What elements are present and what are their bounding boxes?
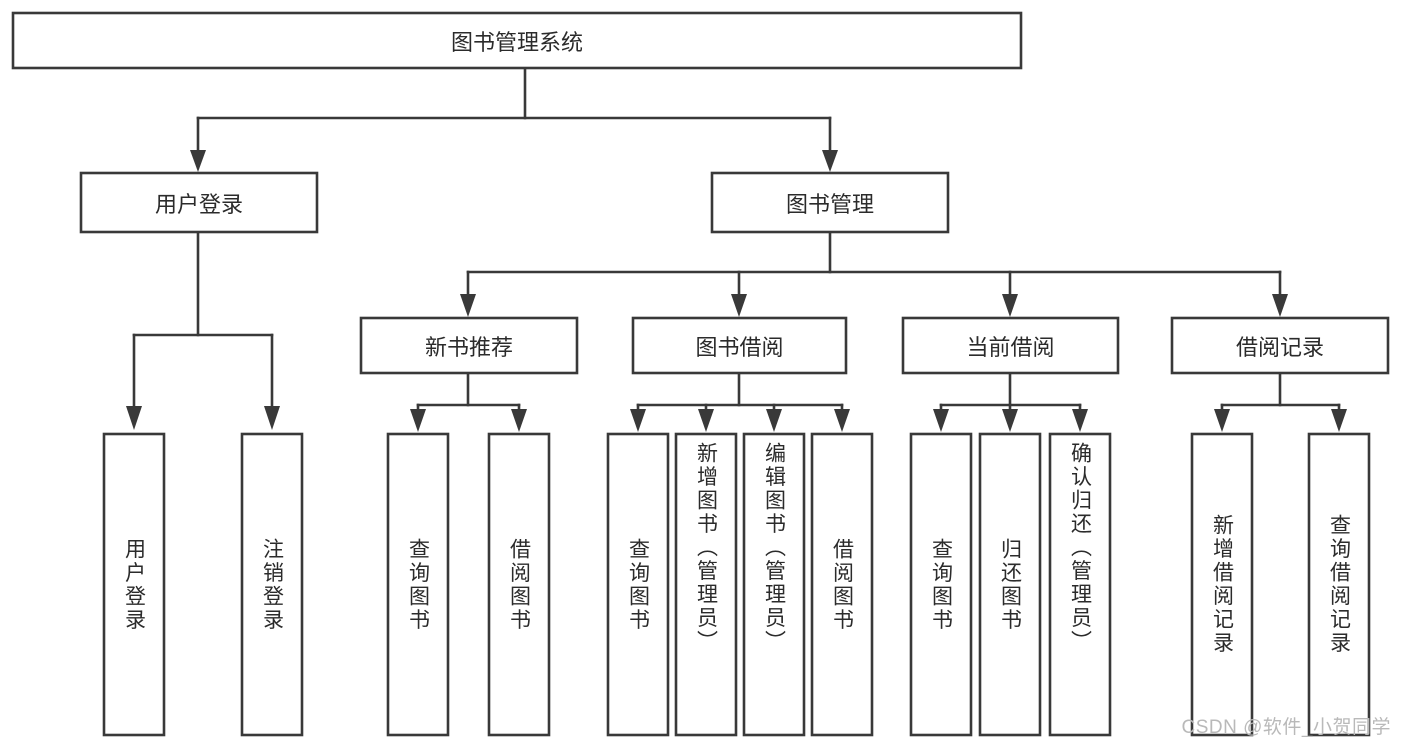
arrow-head-book-borrow (731, 294, 747, 317)
node-book-manage-box[interactable] (710, 171, 950, 234)
leaf-box-book-borrow-1[interactable] (674, 432, 738, 737)
arrow-head-leaf-book-borrow-1 (698, 409, 714, 432)
leaf-box-new-book-0[interactable] (386, 432, 450, 737)
arrow-head-leaf-current-borrow-1 (1002, 409, 1018, 432)
connector-group-book-manage (460, 230, 1288, 317)
connector-group-current-borrow (933, 371, 1088, 432)
arrow-head-leaf-current-borrow-2 (1072, 409, 1088, 432)
node-book-borrow-box[interactable] (631, 316, 848, 375)
leaf-box-new-book-1[interactable] (487, 432, 551, 737)
arrow-head-book-manage (822, 150, 838, 172)
arrow-head-leaf-user-login-0 (126, 406, 142, 430)
node-current-borrow-box[interactable] (901, 316, 1120, 375)
leaf-box-current-borrow-1[interactable] (978, 432, 1042, 737)
leaf-box-current-borrow-2[interactable] (1048, 432, 1112, 737)
arrow-head-leaf-new-book-1 (511, 409, 527, 432)
arrow-head-leaf-book-borrow-2 (766, 409, 782, 432)
leaf-box-borrow-record-0[interactable] (1190, 432, 1254, 737)
leaf-box-user-login-1[interactable] (240, 432, 304, 737)
arrow-head-new-book (460, 294, 476, 317)
connector-group-borrow-record (1214, 371, 1347, 432)
leaf-box-current-borrow-0[interactable] (909, 432, 973, 737)
leaf-box-book-borrow-3[interactable] (810, 432, 874, 737)
arrow-head-current-borrow (1002, 294, 1018, 317)
connector-group-user-login (126, 230, 280, 430)
leaf-box-borrow-record-1[interactable] (1307, 432, 1371, 737)
leaf-box-book-borrow-0[interactable] (606, 432, 670, 737)
node-borrow-record-box[interactable] (1170, 316, 1390, 375)
leaf-box-book-borrow-2[interactable] (742, 432, 806, 737)
connector-group-new-book (410, 371, 527, 432)
connector-group-root (190, 66, 838, 172)
arrow-head-leaf-new-book-0 (410, 409, 426, 432)
arrow-head-user-login (190, 150, 206, 172)
leaf-box-user-login-0[interactable] (102, 432, 166, 737)
arrow-head-borrow-record (1272, 294, 1288, 317)
arrow-head-leaf-borrow-record-0 (1214, 409, 1230, 432)
arrow-head-leaf-book-borrow-0 (630, 409, 646, 432)
connector-group-book-borrow (630, 371, 850, 432)
node-new-book-box[interactable] (359, 316, 579, 375)
arrow-head-leaf-book-borrow-3 (834, 409, 850, 432)
arrow-head-leaf-user-login-1 (264, 406, 280, 430)
node-user-login-box[interactable] (79, 171, 319, 234)
arrow-head-leaf-current-borrow-0 (933, 409, 949, 432)
arrow-head-leaf-borrow-record-1 (1331, 409, 1347, 432)
node-root-box[interactable] (11, 11, 1023, 70)
